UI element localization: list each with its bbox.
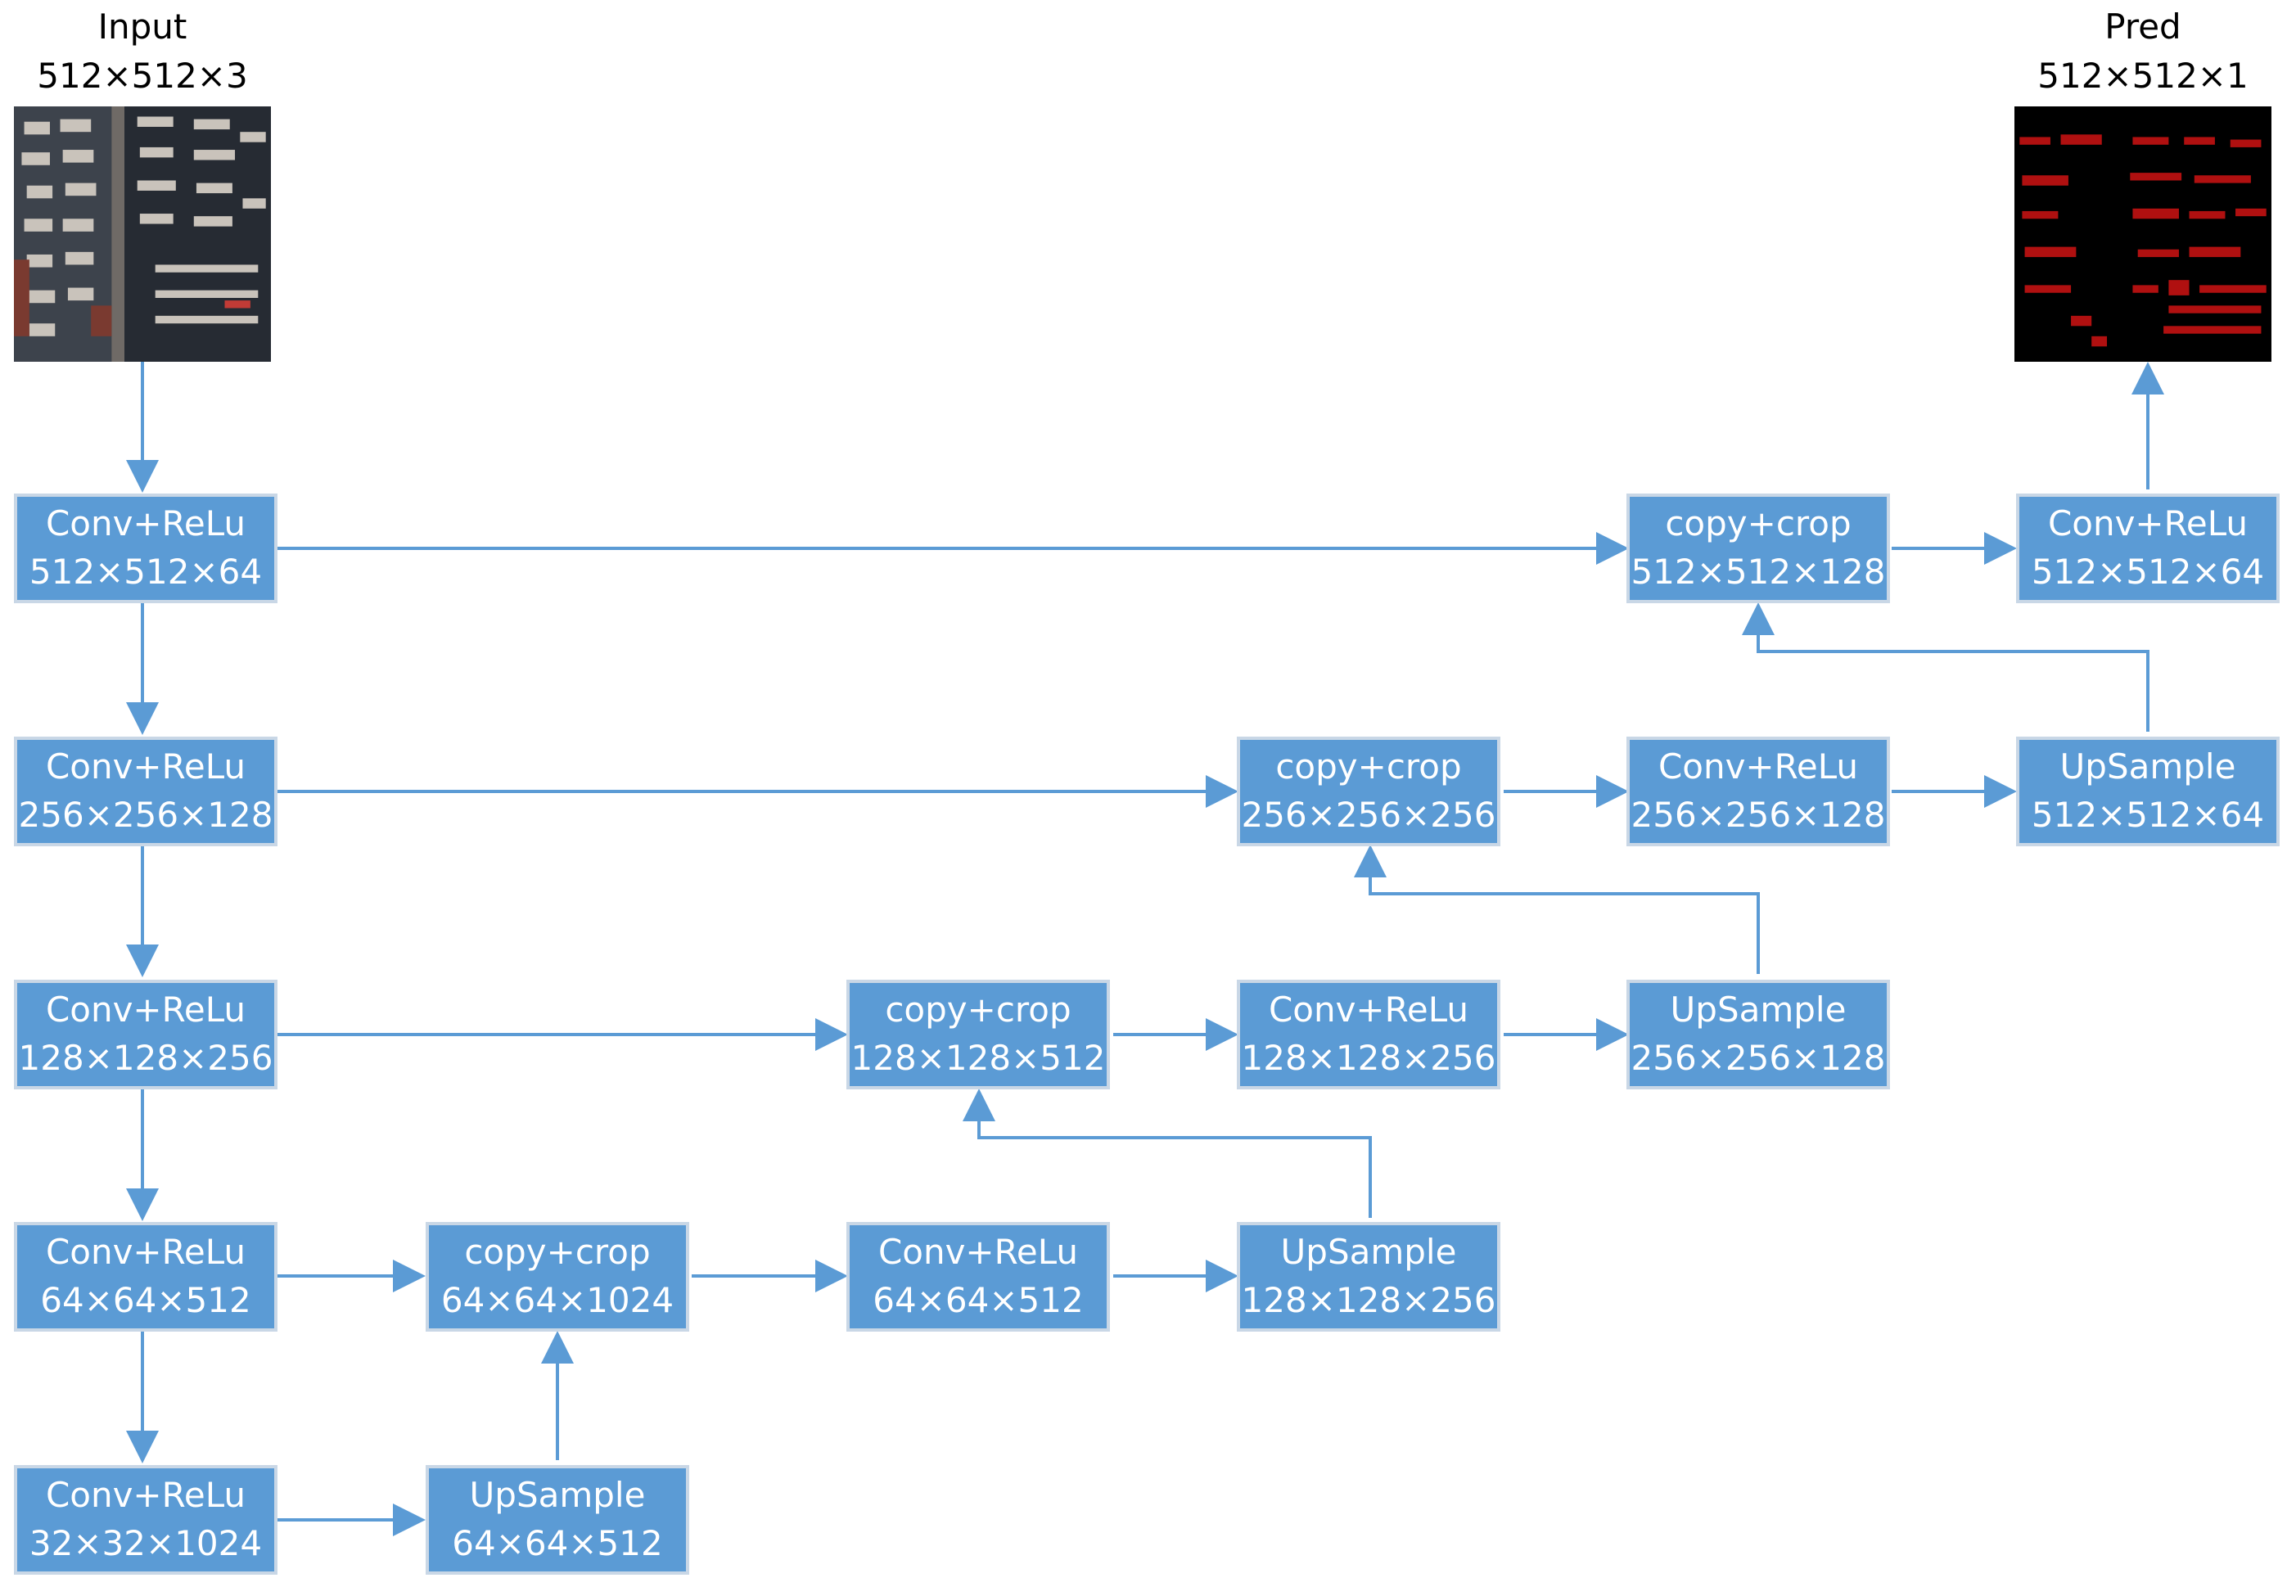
shape-label: 32×32×1024: [29, 1523, 263, 1563]
pred-size: 512×512×1: [2037, 56, 2249, 96]
op-label: Conv+ReLu: [45, 990, 246, 1030]
decoder-block-3: Conv+ReLu 128×128×256: [1237, 980, 1500, 1089]
encoder-block-3: Conv+ReLu 128×128×256: [14, 980, 277, 1089]
shape-label: 64×64×512: [452, 1523, 663, 1563]
op-label: UpSample: [2059, 746, 2236, 787]
op-label: copy+crop: [885, 990, 1071, 1030]
shape-label: 512×512×64: [2031, 552, 2265, 592]
encoder-block-2: Conv+ReLu 256×256×128: [14, 737, 277, 846]
shape-label: 128×128×256: [1241, 1038, 1496, 1078]
shape-label: 128×128×256: [18, 1038, 273, 1078]
shape-label: 256×256×128: [18, 795, 273, 835]
shape-label: 256×256×256: [1241, 795, 1496, 835]
op-label: copy+crop: [1665, 503, 1852, 544]
encoder-block-1: Conv+ReLu 512×512×64: [14, 494, 277, 603]
op-label: copy+crop: [464, 1232, 651, 1273]
pred-title: Pred: [2104, 7, 2181, 47]
copy-crop-block-1: copy+crop 512×512×128: [1626, 494, 1890, 603]
shape-label: 64×64×512: [873, 1280, 1084, 1320]
input-title: Input: [97, 7, 187, 47]
upsample-block-4: UpSample 64×64×512: [426, 1465, 689, 1575]
shape-label: 512×512×64: [29, 552, 263, 592]
encoder-block-4: Conv+ReLu 64×64×512: [14, 1222, 277, 1332]
copy-crop-block-2: copy+crop 256×256×256: [1237, 737, 1500, 846]
op-label: UpSample: [1670, 990, 1847, 1030]
op-label: Conv+ReLu: [45, 1232, 246, 1273]
op-label: Conv+ReLu: [877, 1232, 1079, 1273]
shape-label: 64×64×512: [40, 1280, 251, 1320]
op-label: copy+crop: [1275, 746, 1462, 787]
shape-label: 128×128×256: [1241, 1280, 1496, 1320]
op-label: Conv+ReLu: [1658, 746, 1859, 787]
pred-mask-image: [2014, 106, 2271, 362]
shape-label: 256×256×128: [1631, 1038, 1886, 1078]
op-label: Conv+ReLu: [45, 503, 246, 544]
op-label: UpSample: [469, 1475, 646, 1516]
input-size: 512×512×3: [37, 56, 248, 96]
upsample-block-2: UpSample 256×256×128: [1626, 980, 1890, 1089]
shape-label: 128×128×512: [850, 1038, 1106, 1078]
op-label: Conv+ReLu: [2047, 503, 2249, 544]
upsample-block-1: UpSample 512×512×64: [2016, 737, 2280, 846]
op-label: Conv+ReLu: [45, 1475, 246, 1516]
arrow-up1-to-cat1: [1742, 602, 2149, 732]
arrow-up2-to-cat2: [1354, 845, 1760, 974]
upsample-block-3: UpSample 128×128×256: [1237, 1222, 1500, 1332]
arrow-up3-to-cat3: [963, 1089, 1372, 1218]
shape-label: 512×512×64: [2031, 795, 2265, 835]
decoder-block-1: Conv+ReLu 512×512×64: [2016, 494, 2280, 603]
copy-crop-block-4: copy+crop 64×64×1024: [426, 1222, 689, 1332]
shape-label: 256×256×128: [1631, 795, 1886, 835]
op-label: UpSample: [1280, 1232, 1457, 1273]
shape-label: 64×64×1024: [440, 1280, 674, 1320]
shape-label: 512×512×128: [1631, 552, 1886, 592]
bottleneck-block: Conv+ReLu 32×32×1024: [14, 1465, 277, 1575]
decoder-block-4: Conv+ReLu 64×64×512: [846, 1222, 1110, 1332]
decoder-block-2: Conv+ReLu 256×256×128: [1626, 737, 1890, 846]
copy-crop-block-3: copy+crop 128×128×512: [846, 980, 1110, 1089]
op-label: Conv+ReLu: [1268, 990, 1469, 1030]
input-image: [14, 106, 271, 362]
op-label: Conv+ReLu: [45, 746, 246, 787]
